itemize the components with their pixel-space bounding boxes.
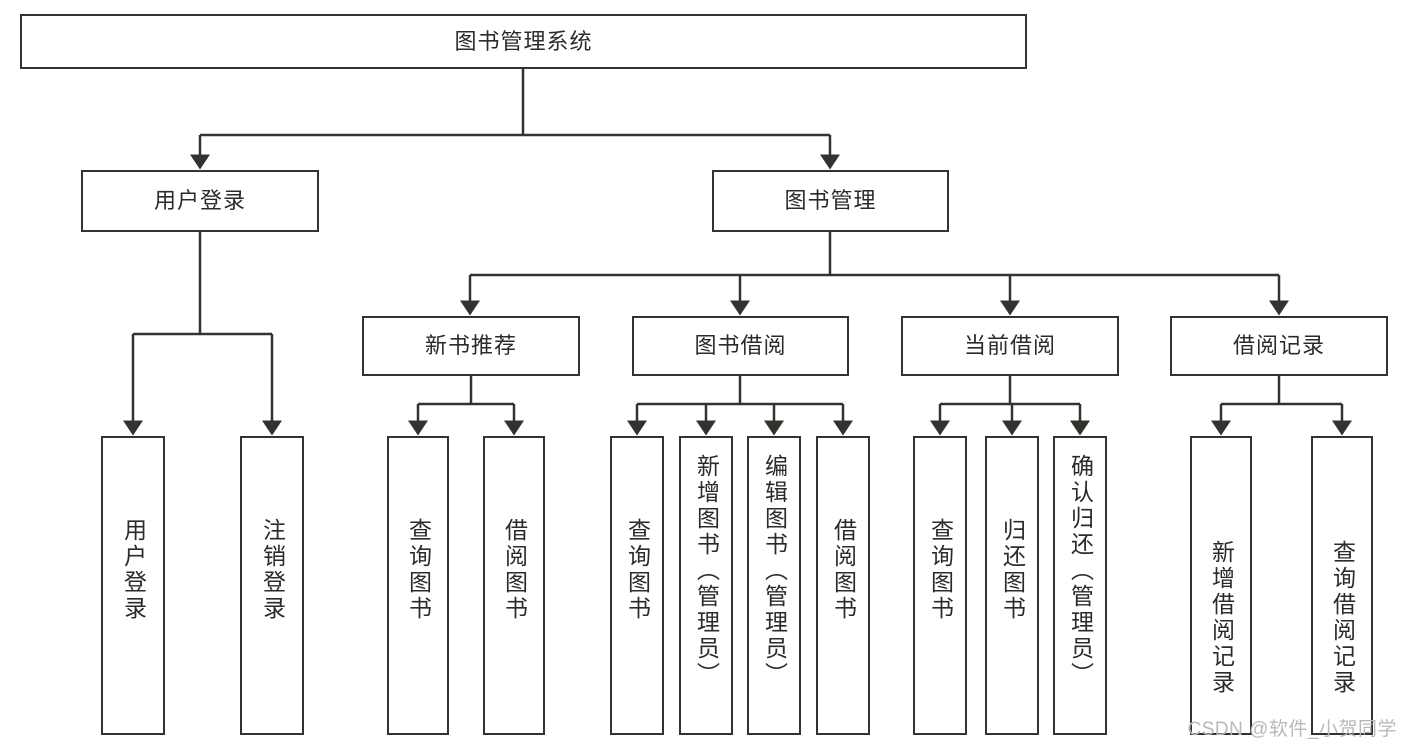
node-leaf-borrow-book-recommend-label: 借阅图书	[501, 518, 528, 622]
node-leaf-user-login-label: 用户登录	[120, 518, 147, 622]
node-leaf-query-book[interactable]: 查询图书	[610, 436, 664, 735]
node-leaf-add-borrow-record[interactable]: 新增借阅记录	[1190, 436, 1252, 735]
node-leaf-query-book-recommend-label: 查询图书	[405, 518, 432, 622]
node-current-borrow[interactable]: 当前借阅	[901, 316, 1119, 376]
node-leaf-query-book-recommend[interactable]: 查询图书	[387, 436, 449, 735]
node-leaf-confirm-return-label: 确认归还（管理员）	[1067, 454, 1094, 688]
node-root[interactable]: 图书管理系统	[20, 14, 1027, 69]
node-leaf-add-book-label: 新增图书（管理员）	[693, 454, 720, 688]
node-book-management-label: 图书管理	[784, 188, 877, 214]
node-leaf-confirm-return[interactable]: 确认归还（管理员）	[1053, 436, 1107, 735]
node-new-book-recommend[interactable]: 新书推荐	[362, 316, 580, 376]
node-leaf-query-book-current[interactable]: 查询图书	[913, 436, 967, 735]
node-leaf-add-book[interactable]: 新增图书（管理员）	[679, 436, 733, 735]
node-root-label: 图书管理系统	[454, 28, 593, 54]
node-leaf-query-borrow-record[interactable]: 查询借阅记录	[1311, 436, 1373, 735]
node-leaf-edit-book-label: 编辑图书（管理员）	[761, 454, 788, 688]
node-borrow-record-label: 借阅记录	[1232, 333, 1325, 359]
node-user-login-label: 用户登录	[153, 188, 246, 214]
node-book-management[interactable]: 图书管理	[712, 170, 949, 232]
node-leaf-user-logout[interactable]: 注销登录	[240, 436, 304, 735]
node-new-book-recommend-label: 新书推荐	[424, 333, 517, 359]
node-book-borrow-label: 图书借阅	[694, 333, 787, 359]
node-leaf-user-logout-label: 注销登录	[259, 518, 286, 622]
node-borrow-record[interactable]: 借阅记录	[1170, 316, 1388, 376]
node-leaf-return-book-label: 归还图书	[999, 518, 1026, 622]
node-book-borrow[interactable]: 图书借阅	[632, 316, 849, 376]
node-leaf-borrow-book-label: 借阅图书	[830, 518, 857, 622]
node-current-borrow-label: 当前借阅	[963, 333, 1056, 359]
node-leaf-add-borrow-record-label: 新增借阅记录	[1208, 540, 1235, 696]
node-leaf-edit-book[interactable]: 编辑图书（管理员）	[747, 436, 801, 735]
node-leaf-query-borrow-record-label: 查询借阅记录	[1329, 540, 1356, 696]
node-leaf-return-book[interactable]: 归还图书	[985, 436, 1039, 735]
node-leaf-query-book-current-label: 查询图书	[927, 518, 954, 622]
node-leaf-borrow-book-recommend[interactable]: 借阅图书	[483, 436, 545, 735]
node-leaf-query-book-label: 查询图书	[624, 518, 651, 622]
node-leaf-user-login[interactable]: 用户登录	[101, 436, 165, 735]
watermark: CSDN @软件_小贺同学	[1187, 719, 1397, 740]
node-leaf-borrow-book[interactable]: 借阅图书	[816, 436, 870, 735]
node-user-login[interactable]: 用户登录	[81, 170, 319, 232]
